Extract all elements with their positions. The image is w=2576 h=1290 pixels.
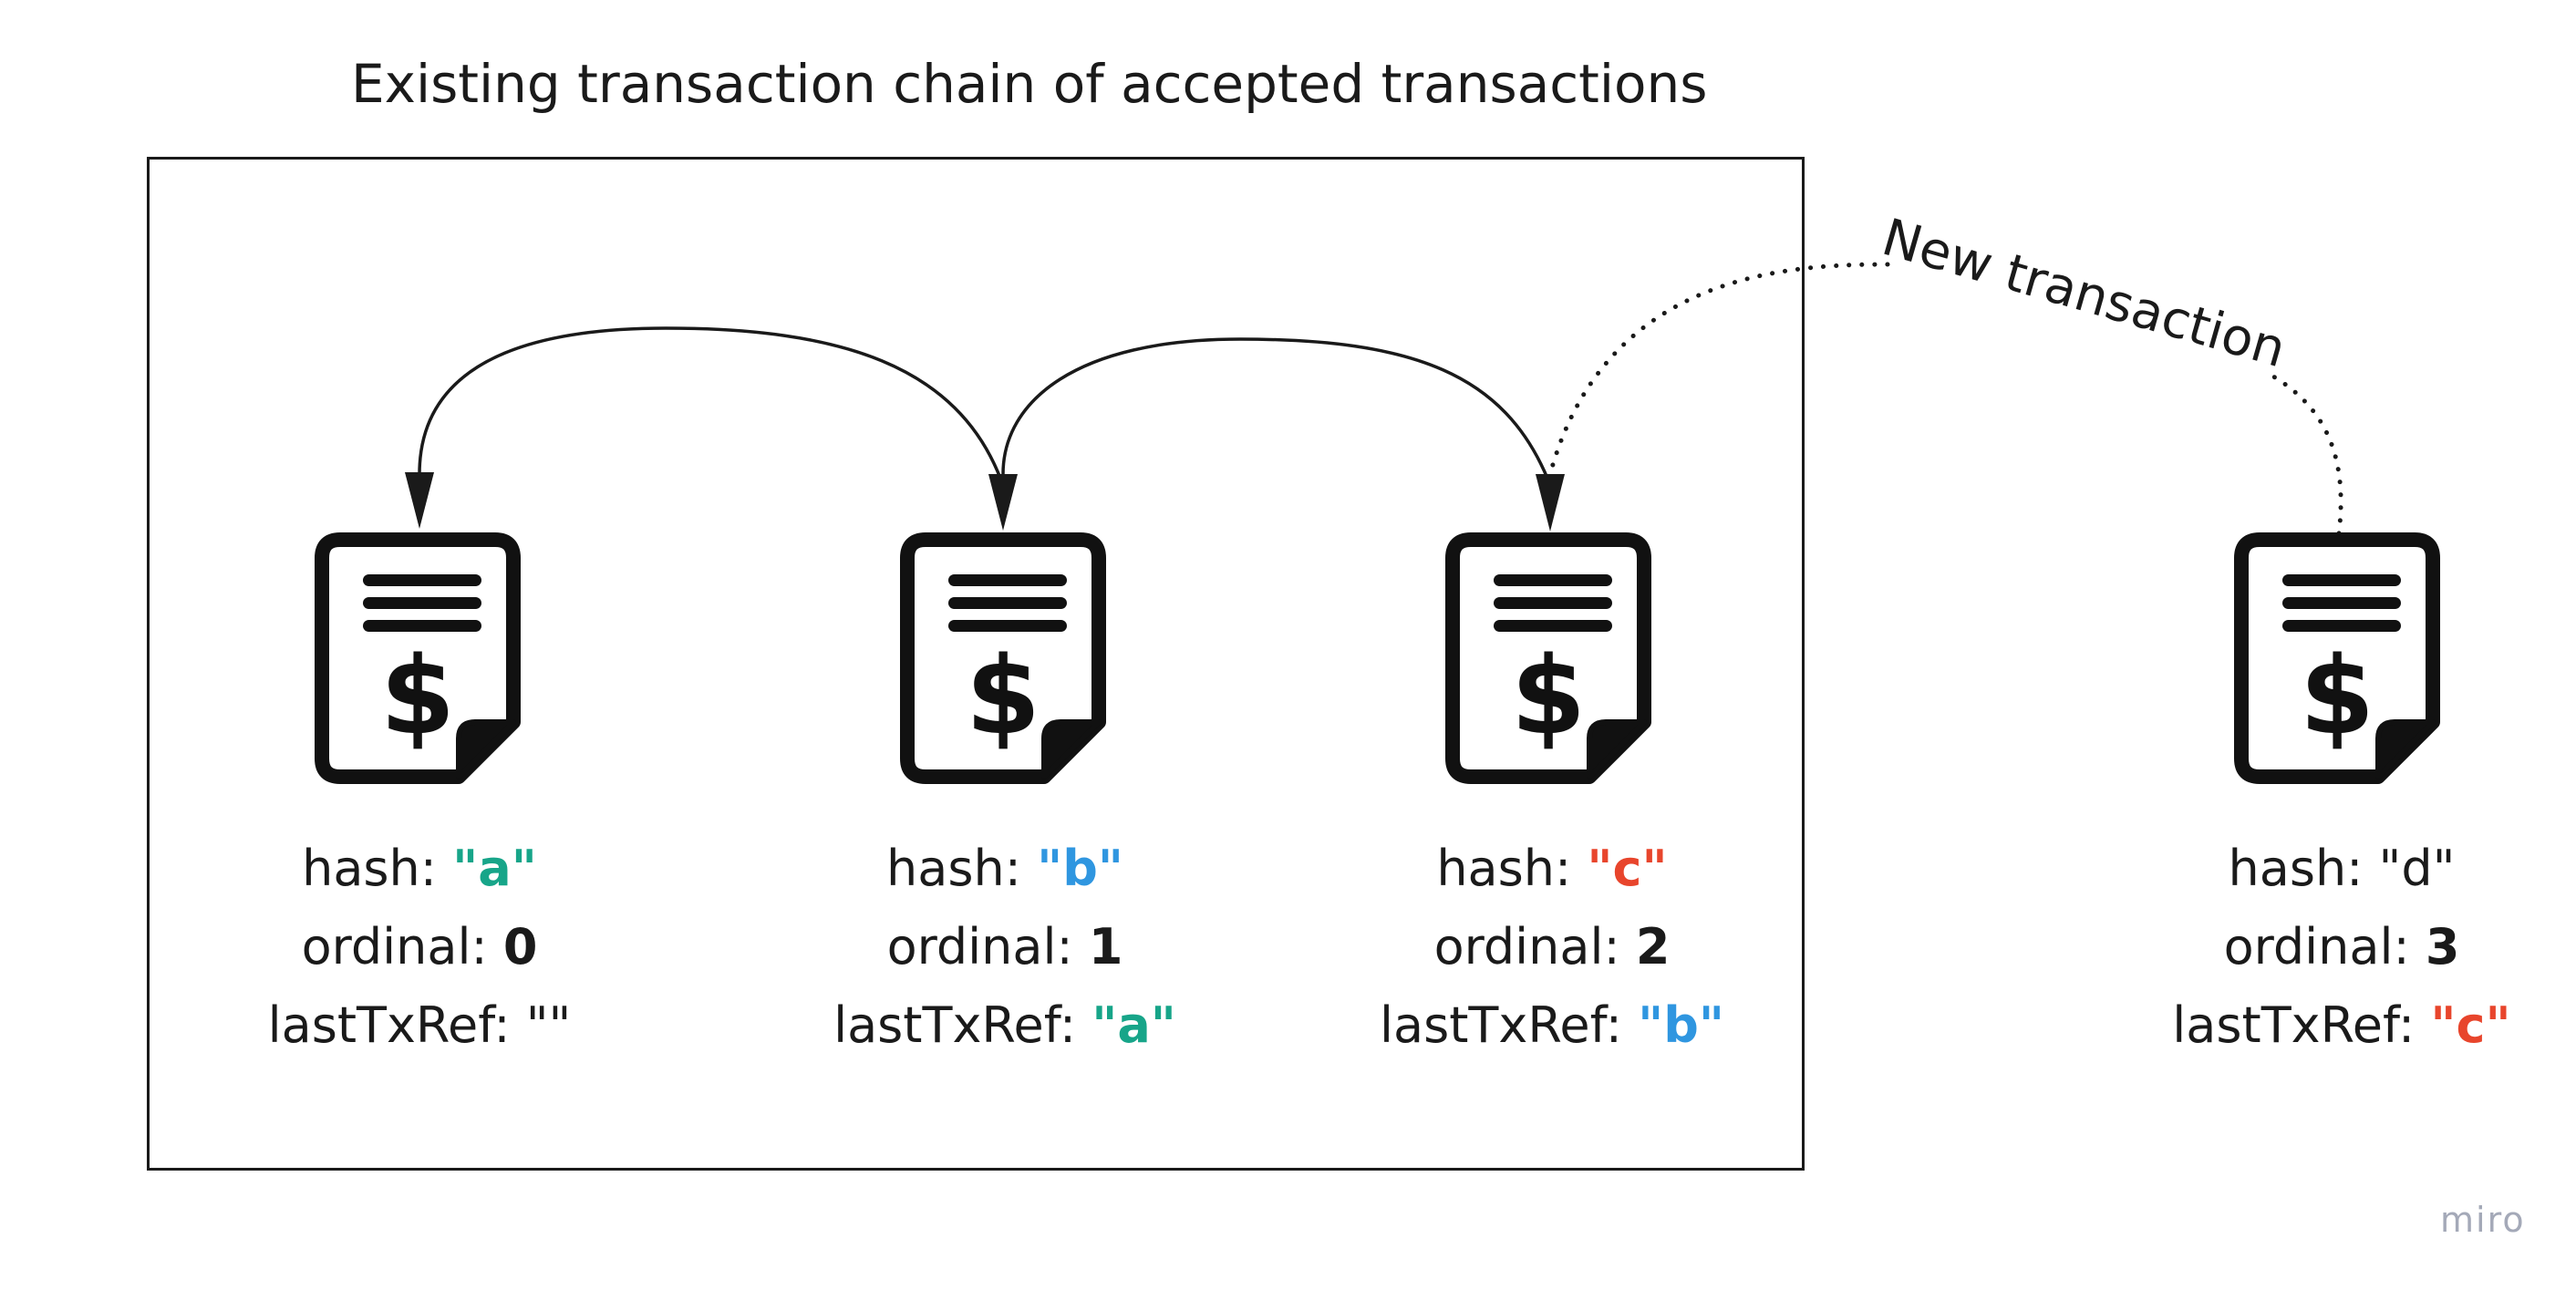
hash-label: hash:: [886, 840, 1038, 897]
ordinal-value: 0: [502, 918, 538, 975]
lasttxref-label: lastTxRef:: [1379, 996, 1639, 1054]
invoice-dollar-icon: $: [1443, 531, 1662, 786]
svg-text:$: $: [380, 633, 455, 759]
svg-text:$: $: [2300, 633, 2374, 759]
lasttxref-row: lastTxRef: "a": [777, 986, 1233, 1065]
invoice-dollar-icon: $: [313, 531, 532, 786]
lasttxref-label: lastTxRef:: [267, 996, 526, 1054]
lasttxref-value: "": [525, 996, 572, 1054]
arrow-b-to-a: [418, 326, 1003, 481]
hash-row: hash: "b": [777, 830, 1233, 908]
invoice-dollar-icon: $: [898, 531, 1117, 786]
arrow-new-to-c: [1547, 262, 1890, 477]
lasttxref-label: lastTxRef:: [833, 996, 1092, 1054]
hash-value: "a": [452, 840, 537, 897]
ordinal-row: ordinal: 0: [191, 908, 647, 986]
hash-row: hash: "a": [191, 830, 647, 908]
svg-text:$: $: [966, 633, 1040, 759]
ordinal-value: 1: [1088, 918, 1123, 975]
lasttxref-row: lastTxRef: "b": [1324, 986, 1780, 1065]
lasttxref-label: lastTxRef:: [2172, 996, 2431, 1054]
invoice-dollar-icon: $: [2232, 531, 2451, 786]
hash-value: "d": [2378, 840, 2456, 897]
ordinal-label: ordinal:: [886, 918, 1089, 975]
arrowhead-b: [988, 474, 1018, 531]
hash-label: hash:: [1436, 840, 1588, 897]
ordinal-label: ordinal:: [1433, 918, 1636, 975]
lasttxref-row: lastTxRef: "c": [2114, 986, 2570, 1065]
ordinal-row: ordinal: 2: [1324, 908, 1780, 986]
hash-value: "c": [1587, 840, 1668, 897]
accepted-chain-box: [147, 157, 1805, 1171]
ordinal-value: 3: [2425, 918, 2460, 975]
lasttxref-value: "a": [1091, 996, 1176, 1054]
hash-label: hash:: [302, 840, 453, 897]
transaction-info: hash: "d" ordinal: 3 lastTxRef: "c": [2114, 830, 2570, 1065]
arrowhead-c: [1536, 474, 1565, 531]
transaction-info: hash: "c" ordinal: 2 lastTxRef: "b": [1324, 830, 1780, 1065]
svg-text:$: $: [1511, 633, 1586, 759]
diagram-title: Existing transaction chain of accepted t…: [351, 53, 1708, 115]
miro-watermark: miro: [2440, 1200, 2526, 1240]
arrow-d-dotted: [2266, 371, 2343, 536]
arrowhead-a: [405, 472, 434, 529]
lasttxref-value: "c": [2430, 996, 2511, 1054]
transaction-info: hash: "b" ordinal: 1 lastTxRef: "a": [777, 830, 1233, 1065]
ordinal-label: ordinal:: [301, 918, 503, 975]
transaction-info: hash: "a" ordinal: 0 lastTxRef: "": [191, 830, 647, 1065]
hash-label: hash:: [2228, 840, 2379, 897]
ordinal-value: 2: [1635, 918, 1671, 975]
lasttxref-row: lastTxRef: "": [191, 986, 647, 1065]
arrow-c-to-b: [1001, 337, 1550, 481]
lasttxref-value: "b": [1638, 996, 1725, 1054]
hash-row: hash: "c": [1324, 830, 1780, 908]
ordinal-label: ordinal:: [2223, 918, 2426, 975]
ordinal-row: ordinal: 3: [2114, 908, 2570, 986]
hash-row: hash: "d": [2114, 830, 2570, 908]
ordinal-row: ordinal: 1: [777, 908, 1233, 986]
hash-value: "b": [1037, 840, 1123, 897]
